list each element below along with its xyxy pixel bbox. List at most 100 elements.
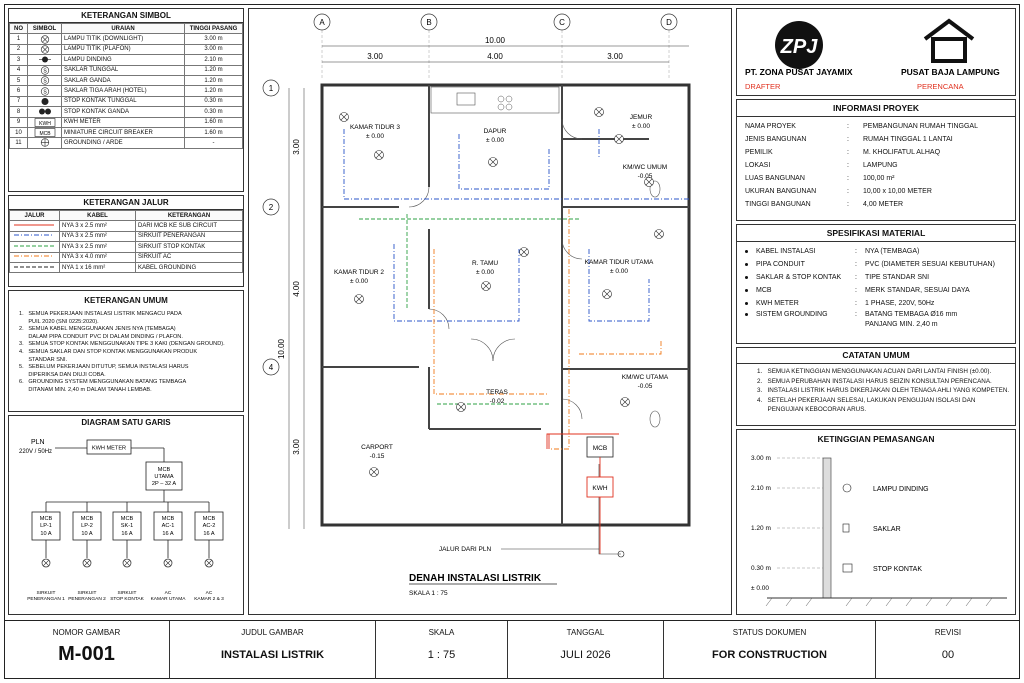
drafter-name: PT. ZONA PUSAT JAYAMIX [745, 67, 853, 77]
col-cable: KABEL [59, 209, 136, 222]
ceiling-lamp-icon [602, 289, 612, 299]
level-300: 3.00 m [751, 455, 771, 462]
general-note-line: 6. GROUNDING SYSTEM MENGGUNAKAN BATANG T… [19, 379, 187, 386]
project-info-row: LUAS BANGUNAN:100,00 m² [737, 172, 1015, 185]
ceiling-lamp-icon [369, 467, 379, 477]
material-key: KABEL INSTALASI [756, 248, 816, 255]
note-line: 1. SEMUA KETINGGIAN MENGGUNAKAN ACUAN DA… [757, 368, 992, 376]
general-note-line: PUIL 2020 (SNI 0225:2020). [19, 318, 99, 325]
material-row: KABEL INSTALASI:NYA (TEMBAGA) [737, 245, 1015, 258]
material-row: MCB:MERK STANDAR, SESUAI DAYA [737, 284, 1015, 297]
col-height: TINGGI PASANG [184, 22, 243, 35]
pln-spec: 220V / 50Hz [19, 449, 52, 455]
tb-title-value: INSTALASI LISTRIK [220, 649, 325, 661]
material-row: KWH METER:1 PHASE, 220V, 50Hz [737, 297, 1015, 310]
branch-code: AC-2 [203, 523, 216, 529]
branch-label-1: AC [165, 590, 172, 596]
info-value: RUMAH TINGGAL 1 LANTAI [863, 136, 953, 143]
info-key: LUAS BANGUNAN [745, 175, 805, 182]
switch-icon [842, 523, 850, 533]
grid-1: 1 [269, 84, 274, 93]
symbol-legend: KETERANGAN SIMBOL NO SIMBOL URAIAN TINGG… [8, 8, 244, 192]
col-line-desc: KETERANGAN [135, 209, 243, 222]
symbol-height: - [184, 137, 243, 149]
note-line: 3. INSTALASI LISTRIK HARUS DIKERJAKAN OL… [757, 387, 1010, 395]
room-name: KAMAR TIDUR 2 [334, 269, 384, 276]
project-info-row: JENIS BANGUNAN:RUMAH TINGGAL 1 LANTAI [737, 133, 1015, 146]
room-level: -0.15 [370, 453, 385, 460]
symbol-height: 1.20 m [184, 85, 243, 97]
material-spec-title: SPESIFIKASI MATERIAL [737, 225, 1015, 242]
kwh-meter-box [86, 439, 132, 455]
info-key: PEMILIK [745, 149, 773, 156]
branch-code: SK-1 [121, 523, 133, 529]
floor-plan: A B C D 1 2 4 10.00 3.00 4.00 3.00 10.00… [248, 8, 732, 615]
room-level: -0.02 [490, 398, 505, 405]
branch-code: LP-1 [40, 523, 52, 529]
pln-label: PLN [31, 439, 45, 446]
symbol-height: 3.00 m [184, 33, 243, 45]
main-mcb-line2: UTAMA [154, 474, 173, 480]
general-note-line: 2. SEMUA KABEL MENGGUNAKAN JENIS NYA (TE… [19, 326, 176, 333]
installation-heights: KETINGGIAN PEMASANGAN 3.00 m 2.10 m 1.20… [736, 429, 1016, 615]
outer-wall [320, 83, 691, 527]
room-name: KAMAR TIDUR 3 [350, 124, 400, 131]
material-key: MCB [756, 287, 772, 294]
room-name: DAPUR [484, 128, 507, 135]
branch-mcb-box [153, 511, 183, 541]
single-line-title: DIAGRAM SATU GARIS [81, 418, 171, 427]
line-desc: SIRKUIT AC [135, 251, 243, 263]
symbol-desc: LAMPU DINDING [61, 54, 185, 66]
plan-mcb-label: MCB [593, 445, 607, 452]
line-cable: NYA 3 x 2.5 mm² [59, 241, 136, 253]
line-swatch [9, 220, 60, 232]
tb-date-value: JULI 2026 [560, 649, 611, 661]
svg-text:MCB: MCB [39, 131, 51, 137]
branch-label-2: PENERANGAN 1 [27, 596, 65, 602]
tb-scale-value: 1 : 75 [427, 649, 456, 661]
tb-date-label: TANGGAL [566, 628, 605, 637]
line-legend-title: KETERANGAN JALUR [9, 196, 243, 210]
tb-revision-value: 00 [941, 649, 955, 661]
svg-text:KWH: KWH [39, 121, 51, 127]
symbol-no: 6 [9, 85, 28, 97]
single-socket-icon [27, 95, 62, 108]
single-line-diagram: DIAGRAM SATU GARIS PLN 220V / 50Hz KWH M… [8, 415, 244, 615]
note-line: 4. SETELAH PEKERJAAN SELESAI, LAKUKAN PE… [757, 396, 976, 404]
room-level: ± 0.00 [610, 268, 628, 275]
branch-mcb-label: MCB [40, 516, 53, 522]
material-value: NYA (TEMBAGA) [865, 248, 920, 255]
col-line: JALUR [9, 209, 60, 222]
line-desc: SIRKUIT PENERANGAN [135, 230, 243, 243]
tb-number-value: M-001 [58, 643, 115, 665]
room-name: R. TAMU [472, 260, 498, 267]
tb-revision: REVISI 00 [876, 621, 1020, 679]
room-name: JEMUR [630, 114, 653, 121]
ceiling-lamp-icon [27, 43, 62, 56]
notes: CATATAN UMUM 1. SEMUA KETINGGIAN MENGGUN… [736, 347, 1016, 426]
double-socket-icon [27, 106, 62, 118]
branch-mcb-box [72, 511, 102, 541]
heights-svg: 3.00 m 2.10 m 1.20 m 0.30 m ± 0.00 LAMPU… [751, 455, 1007, 607]
line-legend: KETERANGAN JALUR JALUR KABEL KETERANGAN … [8, 195, 244, 287]
dim-total-left: 10.00 [277, 338, 286, 359]
ceiling-lamp-icon [620, 397, 630, 407]
branch-code: AC-1 [162, 523, 175, 529]
info-value: 4,00 METER [863, 201, 904, 208]
branch-mcb-label: MCB [81, 516, 94, 522]
drafter-logo [775, 21, 823, 69]
ceiling-lamp-icon [488, 157, 498, 167]
room-name: TERAS [486, 389, 508, 396]
mcb-icon: MCB [27, 126, 62, 139]
company-logos: ZPJ PT. ZONA PUSAT JAYAMIX DRAFTER PUSAT… [745, 18, 1000, 91]
label-wall-lamp: LAMPU DINDING [873, 486, 929, 493]
line-cable: NYA 1 x 16 mm² [59, 261, 136, 274]
branch-mcb-box [31, 511, 61, 541]
kwh-meter-label: KWH METER [92, 446, 126, 452]
